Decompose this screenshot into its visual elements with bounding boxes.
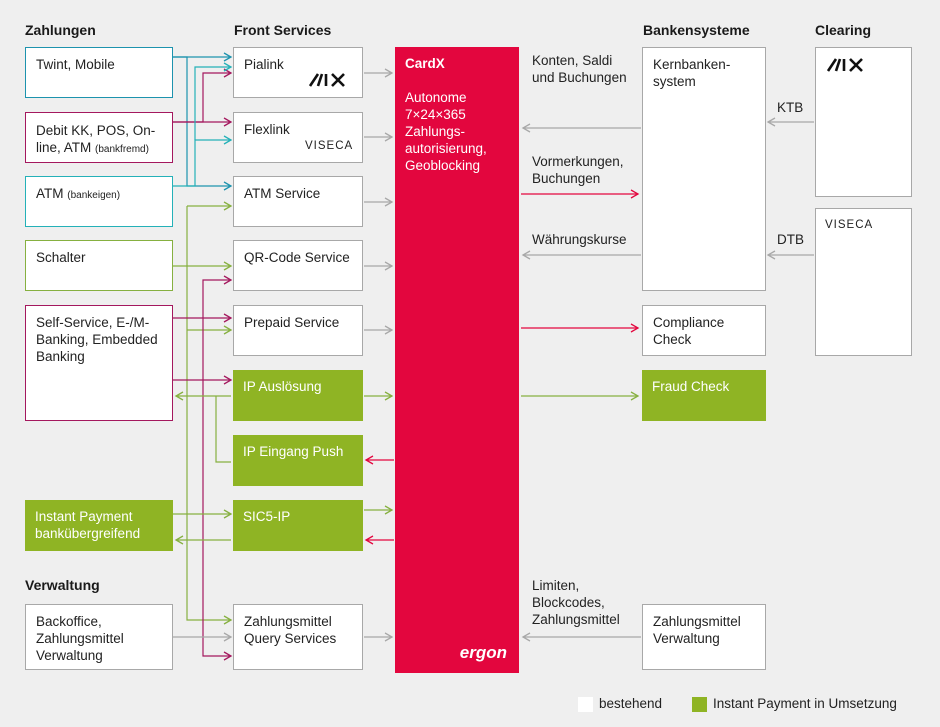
twint-mobile-label: Twint, Mobile — [36, 57, 115, 72]
legend-swatch-bestehend — [578, 697, 593, 712]
self-service-label: Self-Service, E-/M-Banking, Embedded Ban… — [36, 315, 158, 364]
flow-konten-label: Konten, Saldi und Buchungen — [532, 53, 627, 85]
cardx-description: Autonome 7×24×365 Zahlungs­autorisierung… — [405, 90, 487, 173]
kernbanken-box: Kernbanken­system — [642, 47, 766, 291]
viseca-clearing-logo: VISECA — [825, 219, 874, 231]
query-services-box: Zahlungsmittel Query Services — [233, 604, 363, 670]
prepaid-box: Prepaid Service — [233, 305, 363, 356]
schalter-box: Schalter — [25, 240, 173, 291]
qr-code-label: QR-Code Service — [244, 250, 350, 265]
pialink-label: Pialink — [244, 57, 284, 72]
kernbanken-label: Kernbanken­system — [653, 57, 731, 89]
compliance-box: Compliance Check — [642, 305, 766, 356]
legend-instant-label: Instant Payment in Umsetzung — [713, 696, 897, 711]
flow-ktb-label: KTB — [777, 100, 804, 115]
debit-label-line2: line, ATM — [36, 140, 92, 155]
debit-box: Debit KK, POS, On- line, ATM (bankfremd) — [25, 112, 173, 163]
flow-vormerkungen-label: Vormerkungen, Buchungen — [532, 154, 624, 186]
pialink-box: Pialink — [233, 47, 363, 98]
twint-mobile-box: Twint, Mobile — [25, 47, 173, 98]
header-zahlungen: Zahlungen — [25, 22, 96, 38]
viseca-logo: VISECA — [305, 140, 354, 152]
sic5-label: SIC5-IP — [243, 509, 291, 524]
atm-box: ATM (bankeigen) — [25, 176, 173, 227]
ip-eingang-box: IP Eingang Push — [233, 435, 363, 486]
six-clearing-box — [815, 47, 912, 197]
schalter-label: Schalter — [36, 250, 86, 265]
ip-ausloesung-label: IP Auslösung — [243, 379, 322, 394]
instant-payment-label: Instant Payment banküber­greifend — [35, 509, 141, 541]
header-front-services: Front Services — [234, 22, 332, 38]
atm-service-label: ATM Service — [244, 186, 321, 201]
backoffice-box: Backoffice, Zahlungsmittel Verwaltung — [25, 604, 173, 670]
header-clearing: Clearing — [815, 22, 872, 38]
flexlink-box: Flexlink — [233, 112, 363, 163]
ip-eingang-label: IP Eingang Push — [243, 444, 344, 459]
flexlink-label: Flexlink — [244, 122, 290, 137]
atm-label: ATM — [36, 186, 64, 201]
flow-limiten-label: Limiten, Blockcodes, Zahlungsmittel — [532, 578, 620, 627]
qr-code-box: QR-Code Service — [233, 240, 363, 291]
fraud-label: Fraud Check — [652, 379, 730, 394]
six-logo — [308, 73, 350, 92]
header-bankensysteme: Bankensysteme — [643, 22, 750, 38]
cardx-title: CardX — [405, 56, 445, 71]
header-verwaltung: Verwaltung — [25, 577, 100, 593]
compliance-label: Compliance Check — [653, 315, 725, 347]
flow-dtb-label: DTB — [777, 232, 804, 247]
ergon-logo: ergon — [459, 643, 507, 662]
backoffice-label: Backoffice, Zahlungsmittel Verwaltung — [36, 614, 124, 663]
legend-bestehend-label: bestehend — [599, 696, 663, 711]
ip-ausloesung-box: IP Auslösung — [233, 370, 363, 421]
self-service-box: Self-Service, E-/M-Banking, Embedded Ban… — [25, 305, 173, 421]
viseca-clearing-box — [815, 208, 912, 356]
zm-verwaltung-label: Zahlungsmittel Verwaltung — [653, 614, 741, 646]
fraud-box: Fraud Check — [642, 370, 766, 421]
atm-label-small: (bankeigen) — [67, 190, 121, 201]
debit-label-line1: Debit KK, POS, On- — [36, 123, 156, 138]
six-clearing-logo — [826, 58, 868, 77]
debit-label-small: (bankfremd) — [95, 144, 149, 155]
cardx-box: CardX Autonome 7×24×365 Zahlungs­autoris… — [395, 47, 519, 673]
flow-waehrung-label: Währungskurse — [532, 232, 627, 247]
zm-verwaltung-box: Zahlungsmittel Verwaltung — [642, 604, 766, 670]
atm-service-box: ATM Service — [233, 176, 363, 227]
sic5-box: SIC5-IP — [233, 500, 363, 551]
instant-payment-box: Instant Payment banküber­greifend — [25, 500, 173, 551]
prepaid-label: Prepaid Service — [244, 315, 340, 330]
query-services-label: Zahlungsmittel Query Services — [244, 614, 337, 646]
legend-swatch-instant — [692, 697, 707, 712]
